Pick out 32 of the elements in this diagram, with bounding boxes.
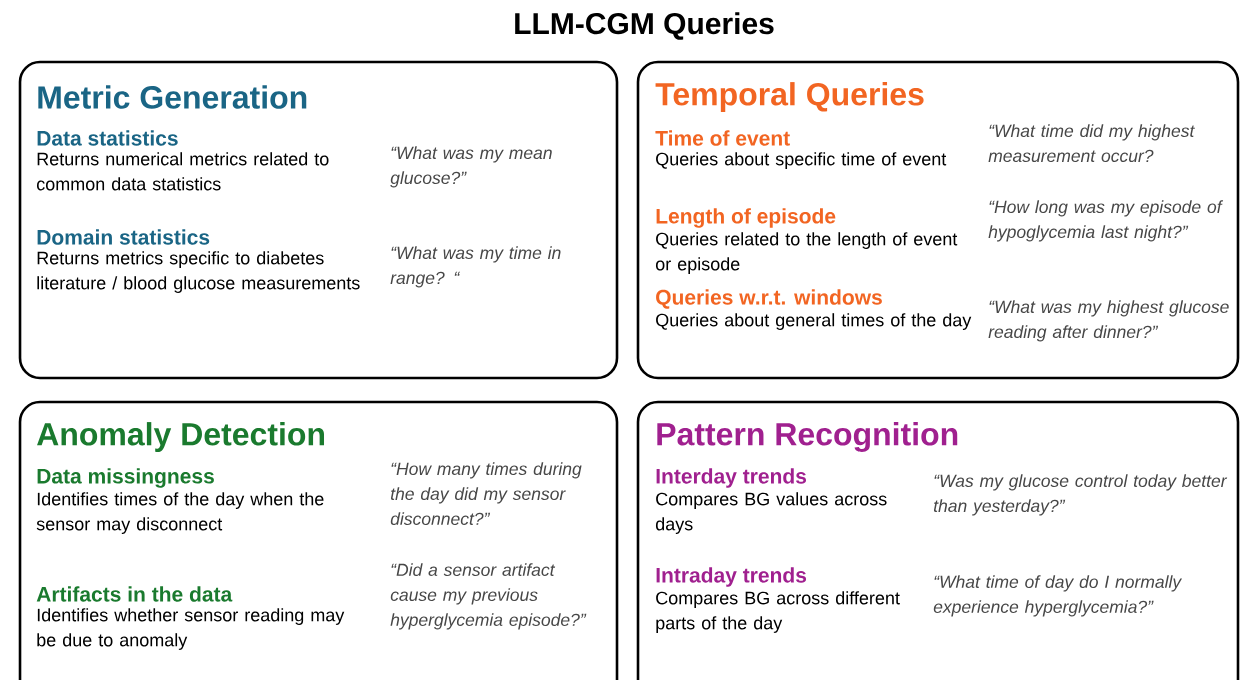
description-text: Queries related to the length of event or episode bbox=[655, 232, 958, 274]
description-text: Compares BG values across days bbox=[655, 492, 887, 534]
description-text: Identifies times of the day when the sensor may disconnect bbox=[36, 492, 324, 534]
description-text: Queries about specific time of event bbox=[656, 152, 947, 169]
description-text: Returns metrics specific to diabetes literature / blood glucose measurements bbox=[37, 251, 360, 293]
subheading: Artifacts in the data bbox=[36, 586, 233, 602]
example-query: “What was my highest glucose reading after dinner?” bbox=[988, 300, 1229, 342]
example-query: “Did a sensor artifact cause my previous hyperglycemia episode?” bbox=[390, 563, 587, 630]
example-query: “What was my time in range? “ bbox=[390, 246, 561, 288]
panel-heading: Pattern Recognition bbox=[657, 422, 958, 452]
example-query: “How long was my episode of hypoglycemia last night?” bbox=[988, 200, 1224, 242]
subheading: Length of episode bbox=[656, 208, 836, 228]
subheading: Interday trends bbox=[656, 468, 807, 488]
subheading: Data statistics bbox=[37, 130, 178, 146]
description-text: Identifies whether sensor reading may be due to anomaly bbox=[37, 608, 345, 650]
example-query: “What time did my highest measurement occur? bbox=[988, 124, 1195, 163]
subheading: Time of event bbox=[655, 130, 790, 146]
panel-heading: Metric Generation bbox=[38, 85, 307, 109]
description-text: Returns numerical metrics related to common data statistics bbox=[37, 152, 329, 191]
example-query: “What time of day do I normally experience hyperglycemia?” bbox=[933, 575, 1183, 617]
subheading: Intraday trends bbox=[656, 567, 807, 587]
example-query: “How many times during the day did my sensor disconnect?” bbox=[390, 462, 582, 526]
example-query: “Was my glucose control today better than yesterday?” bbox=[934, 474, 1228, 516]
description-text: Compares BG across different parts of the day bbox=[656, 591, 900, 633]
diagram-title: LLM-CGM Queries bbox=[515, 12, 774, 40]
description-text: Queries about general times of the day bbox=[656, 313, 972, 330]
panel-heading: Temporal Queries bbox=[655, 82, 924, 112]
subheading: Domain statistics bbox=[37, 229, 210, 245]
panel-heading: Anomaly Detection bbox=[37, 422, 324, 452]
subheading: Queries w.r.t. windows bbox=[656, 289, 882, 309]
example-query: “What was my mean glucose?” bbox=[390, 146, 552, 188]
subheading: Data missingness bbox=[37, 468, 214, 488]
